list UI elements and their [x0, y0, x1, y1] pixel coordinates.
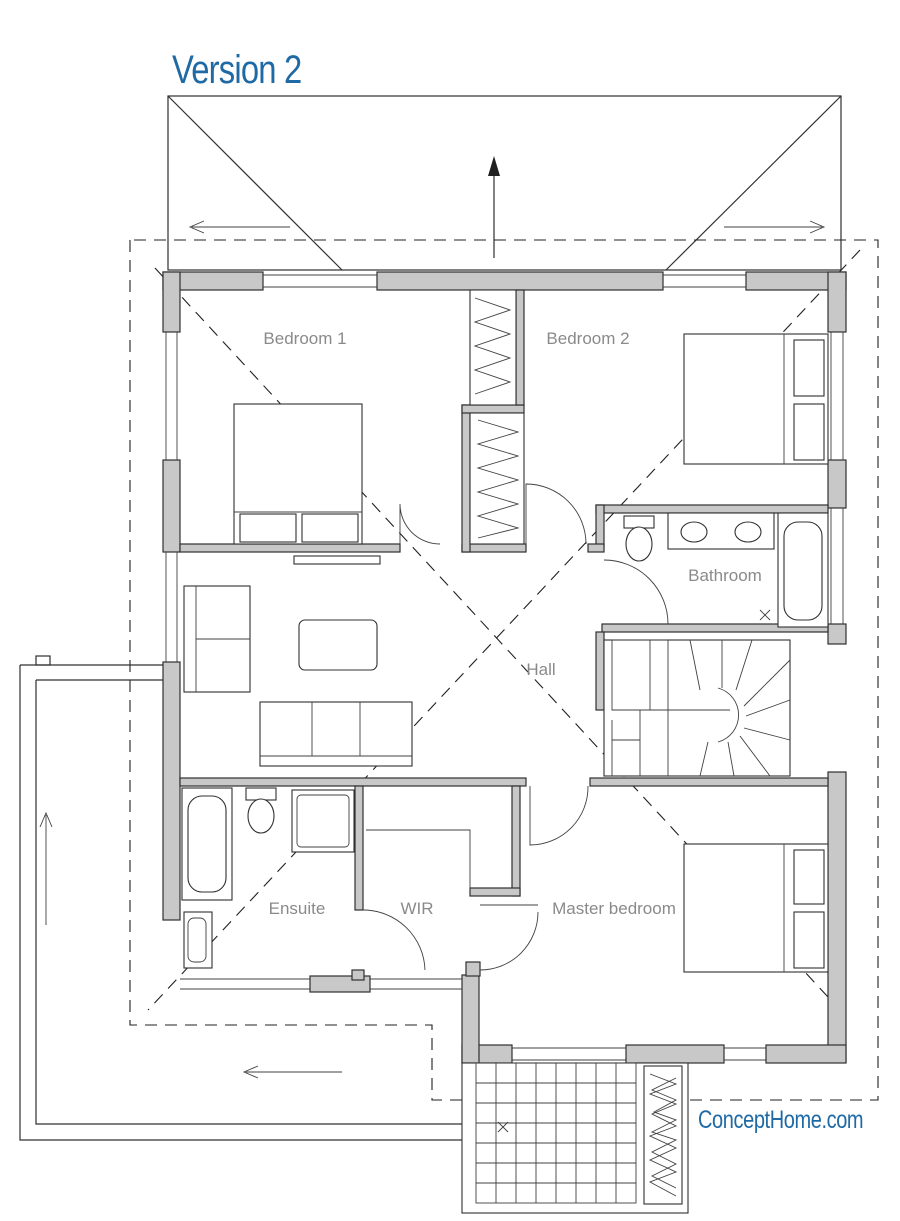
room-label-ensuite: Ensuite	[269, 899, 326, 918]
bed-icon	[683, 843, 829, 973]
room-label-bathroom: Bathroom	[688, 566, 762, 585]
interior-walls	[179, 289, 829, 981]
brand-watermark: ConceptHome.com	[698, 1106, 864, 1134]
arrow-left-icon	[242, 1065, 342, 1079]
sofa-icon	[259, 701, 413, 767]
room-label-hall: Hall	[526, 660, 555, 679]
plan-title: Version 2	[172, 48, 302, 92]
drain-icon	[497, 1121, 509, 1133]
arrow-up-icon	[488, 156, 500, 258]
arrow-left-icon	[188, 220, 290, 234]
bathtub-icon	[777, 512, 829, 628]
arrow-up-icon	[39, 811, 53, 925]
bed-icon	[683, 333, 829, 465]
arrow-right-icon	[724, 220, 826, 234]
drain-icon	[759, 609, 771, 621]
tile-grid	[476, 1063, 636, 1203]
room-label-master-bedroom: Master bedroom	[552, 899, 676, 918]
bathtub-icon	[181, 787, 233, 901]
room-label-bedroom-2: Bedroom 2	[546, 329, 629, 348]
coffee-table	[298, 619, 378, 671]
wir-shelves	[366, 829, 471, 890]
sink-icon	[667, 512, 775, 550]
balcony-outline	[19, 655, 462, 1141]
doors	[362, 483, 669, 971]
planter	[643, 1065, 683, 1205]
room-label-bedroom-1: Bedroom 1	[263, 329, 346, 348]
shower-tray	[291, 789, 355, 853]
room-label-wir: WIR	[400, 899, 433, 918]
toilet-icon	[623, 515, 655, 562]
sink-icon	[183, 911, 213, 969]
stair-icon	[603, 639, 791, 777]
roof-outline	[167, 95, 842, 271]
bed-icon	[233, 403, 363, 545]
windows	[165, 274, 844, 1061]
wardrobe	[469, 289, 525, 545]
sofa-icon	[183, 585, 251, 693]
toilet-icon	[245, 787, 277, 834]
tv-unit	[293, 555, 381, 565]
